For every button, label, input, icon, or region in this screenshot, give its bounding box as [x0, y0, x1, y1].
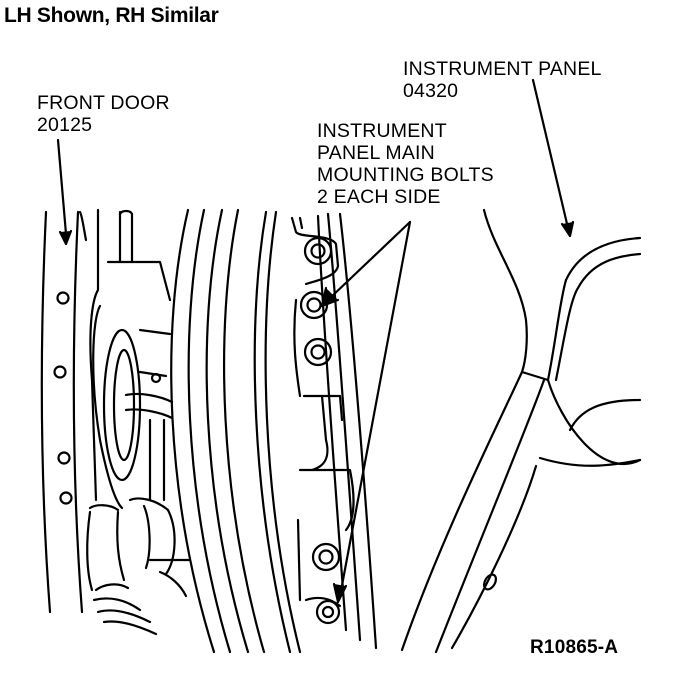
instrument-panel-code: 04320	[403, 80, 459, 102]
leader-arrows	[56, 78, 575, 604]
mounting-bolt-4	[311, 542, 341, 572]
mounting-bolt-5	[315, 599, 341, 625]
mounting-bolts-line-2: PANEL MAIN	[317, 142, 435, 164]
figure-id: R10865-A	[530, 637, 619, 658]
mounting-bolts-line-4: 2 EACH SIDE	[317, 186, 441, 208]
instrument-panel-outline	[400, 208, 642, 654]
instrument-panel-name: INSTRUMENT PANEL	[403, 58, 602, 80]
mounting-bolt-1	[303, 236, 333, 266]
front-door-label: FRONT DOOR 20125	[37, 92, 170, 136]
mounting-bolts-label: INSTRUMENT PANEL MAIN MOUNTING BOLTS 2 E…	[317, 120, 494, 208]
instrument-panel-label: INSTRUMENT PANEL 04320	[403, 58, 602, 102]
mounting-bolts-line-3: MOUNTING BOLTS	[317, 164, 494, 186]
mounting-bolt-3	[303, 337, 333, 367]
mounting-bolts-line-1: INSTRUMENT	[317, 120, 447, 142]
front-door-edge	[40, 210, 88, 614]
door-seal	[170, 208, 302, 654]
front-door-name: FRONT DOOR	[37, 92, 170, 114]
front-door-code: 20125	[37, 114, 93, 136]
diagram-title: LH Shown, RH Similar	[4, 4, 219, 27]
hinge-assembly	[86, 208, 192, 636]
